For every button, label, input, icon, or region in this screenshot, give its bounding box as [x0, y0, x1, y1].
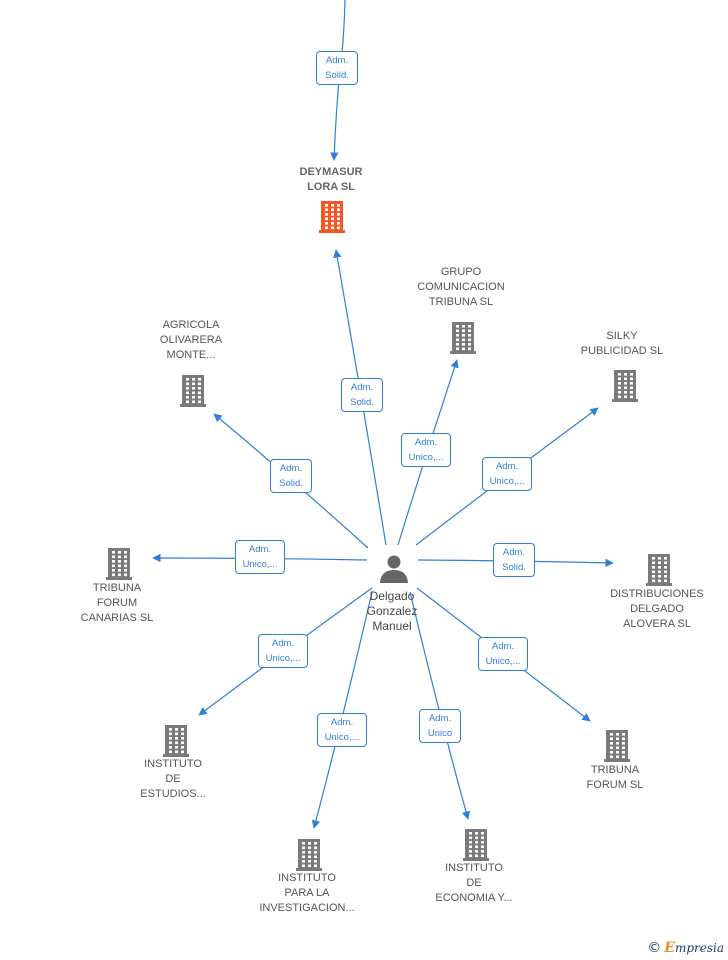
edge-label-investigacion[interactable]: Adm. Unico,... — [317, 713, 367, 747]
company-name-distribuciones[interactable]: DISTRIBUCIONES DELGADO ALOVERA SL — [610, 588, 704, 630]
building-icon[interactable] — [180, 375, 206, 407]
building-icon[interactable] — [319, 201, 345, 233]
edge-label-silky[interactable]: Adm. Unico,... — [482, 457, 532, 491]
company-name-grupo[interactable]: GRUPO COMUNICACION TRIBUNA SL — [417, 266, 505, 308]
company-name-tribuna-forum[interactable]: TRIBUNA FORUM SL — [586, 764, 644, 791]
edge-label-distribuciones[interactable]: Adm. Solid. — [493, 543, 535, 577]
company-name-estudios[interactable]: INSTITUTO DE ESTUDIOS... — [140, 758, 206, 800]
edge-label-tribuna-forum[interactable]: Adm. Unico,... — [478, 637, 528, 671]
building-icon[interactable] — [450, 322, 476, 354]
edge-label-economia[interactable]: Adm. Unico — [419, 709, 461, 743]
brand-initial: E — [664, 940, 675, 956]
building-icon[interactable] — [646, 554, 672, 586]
building-icon[interactable] — [612, 370, 638, 402]
building-icon[interactable] — [604, 730, 630, 762]
person-icon[interactable] — [380, 555, 408, 584]
company-name-investigacion[interactable]: INSTITUTO PARA LA INVESTIGACION... — [259, 872, 355, 914]
company-name-economia[interactable]: INSTITUTO DE ECONOMIA Y... — [435, 862, 513, 904]
building-icon[interactable] — [463, 829, 489, 861]
company-name-silky[interactable]: SILKY PUBLICIDAD SL — [580, 330, 664, 357]
company-name-deymasur[interactable]: DEYMASUR LORA SL — [299, 166, 363, 193]
person-name[interactable]: Delgado Gonzalez Manuel — [366, 589, 418, 633]
edge-label-estudios[interactable]: Adm. Unico,... — [258, 634, 308, 668]
edge-label-grupo[interactable]: Adm. Unico,... — [401, 433, 451, 467]
brand-name: mpresia — [674, 941, 724, 955]
building-icon[interactable] — [163, 725, 189, 757]
company-name-agricola[interactable]: AGRICOLA OLIVARERA MONTE... — [159, 319, 223, 361]
edge-label-agricola[interactable]: Adm. Solid. — [270, 459, 312, 493]
company-name-tribuna-canarias[interactable]: TRIBUNA FORUM CANARIAS SL — [80, 582, 154, 624]
incoming-edge-label[interactable]: Adm. Solid. — [316, 51, 358, 85]
empresia-brand[interactable]: ©Empresia — [647, 940, 724, 956]
edge-label-deymasur[interactable]: Adm. Solid. — [341, 378, 383, 412]
edge-label-tribuna-canarias[interactable]: Adm. Unico,... — [235, 540, 285, 574]
building-icon[interactable] — [106, 548, 132, 580]
copyright-icon: © — [647, 940, 662, 956]
building-icon[interactable] — [296, 839, 322, 871]
